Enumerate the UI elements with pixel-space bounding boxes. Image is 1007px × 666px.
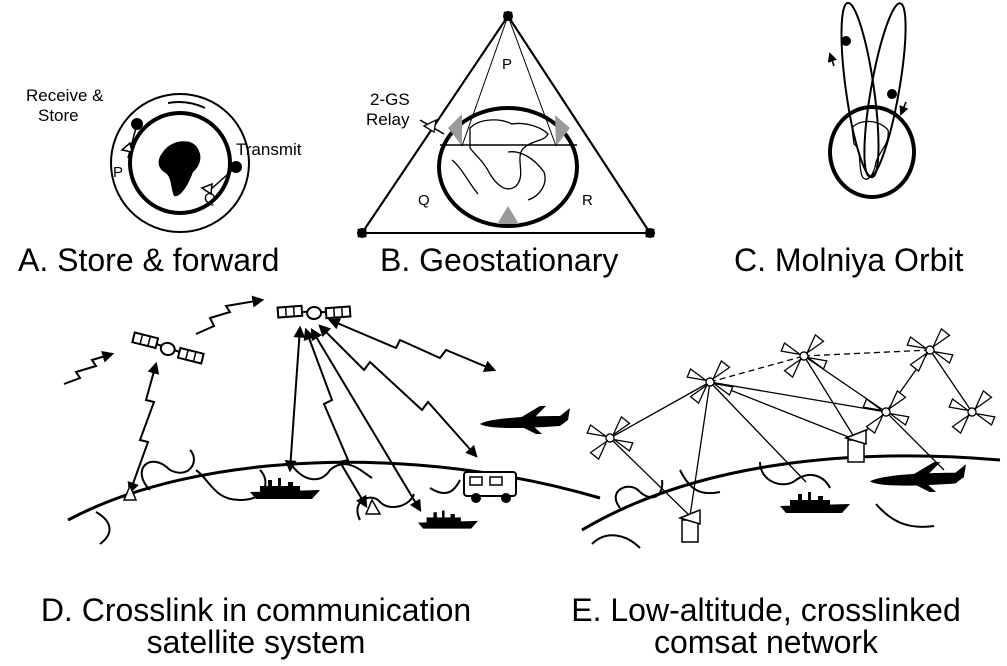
ground-station [364, 498, 382, 515]
africa-silhouette [158, 141, 201, 197]
truck-icon [463, 471, 517, 503]
panel-e-leo-network-diagram [581, 328, 1001, 549]
panel-d-title-line2: satellite system [146, 624, 366, 660]
orbit-direction-arc [167, 101, 206, 109]
relay-label-line1: 2-GS [370, 90, 410, 109]
panel-b-title: B. Geostationary [380, 242, 619, 278]
panel-b-label-q: Q [418, 192, 430, 209]
earth-horizon [67, 460, 601, 522]
panel-a-label-p: P [113, 164, 124, 181]
panel-e-title-line2: comsat network [653, 624, 879, 660]
panel-b-label-p: P [502, 56, 513, 73]
plane-icon [480, 406, 570, 434]
ground-station [122, 484, 138, 501]
continent-outline [851, 120, 889, 180]
ship-icon [250, 478, 320, 499]
molniya-satellite-2 [887, 89, 897, 99]
ground-terminal-icon [843, 428, 867, 463]
continent-outline [469, 119, 549, 190]
receive-label-line1: Receive & [26, 86, 104, 105]
earth-circle [128, 111, 232, 215]
earth-ellipse [437, 106, 579, 228]
panel-a-label-q: Q [204, 190, 216, 207]
panel-a-title: A. Store & forward [18, 242, 280, 278]
earth-ellipse [828, 105, 916, 199]
panel-a-store-forward-diagram [110, 93, 250, 233]
ship-icon [418, 510, 478, 529]
panel-d-crosslink-diagram [63, 295, 601, 545]
molniya-orbit-left [840, 1, 880, 179]
panel-b-geostationary-diagram [357, 11, 655, 238]
earth-horizon [581, 454, 1001, 532]
plane-icon [870, 462, 966, 492]
relay-label-line2: Relay [366, 110, 410, 129]
panel-d-title-line1: D. Crosslink in communication [40, 592, 472, 628]
molniya-satellite-1 [841, 36, 851, 46]
overlap-right [555, 115, 570, 146]
panel-c-molniya-diagram [827, 1, 916, 199]
receive-label-line2: Store [38, 106, 79, 125]
ship-icon [780, 492, 850, 513]
panel-b-label-r: R [582, 192, 593, 209]
ground-terminal-icon [677, 508, 701, 543]
transmit-label: Transmit [236, 140, 302, 159]
panel-e-title-line1: E. Low-altitude, crosslinked [571, 592, 961, 628]
overlap-left [448, 114, 462, 146]
overlap-bottom [497, 206, 519, 224]
outer-orbit [110, 93, 250, 233]
panel-c-title: C. Molniya Orbit [734, 242, 964, 278]
